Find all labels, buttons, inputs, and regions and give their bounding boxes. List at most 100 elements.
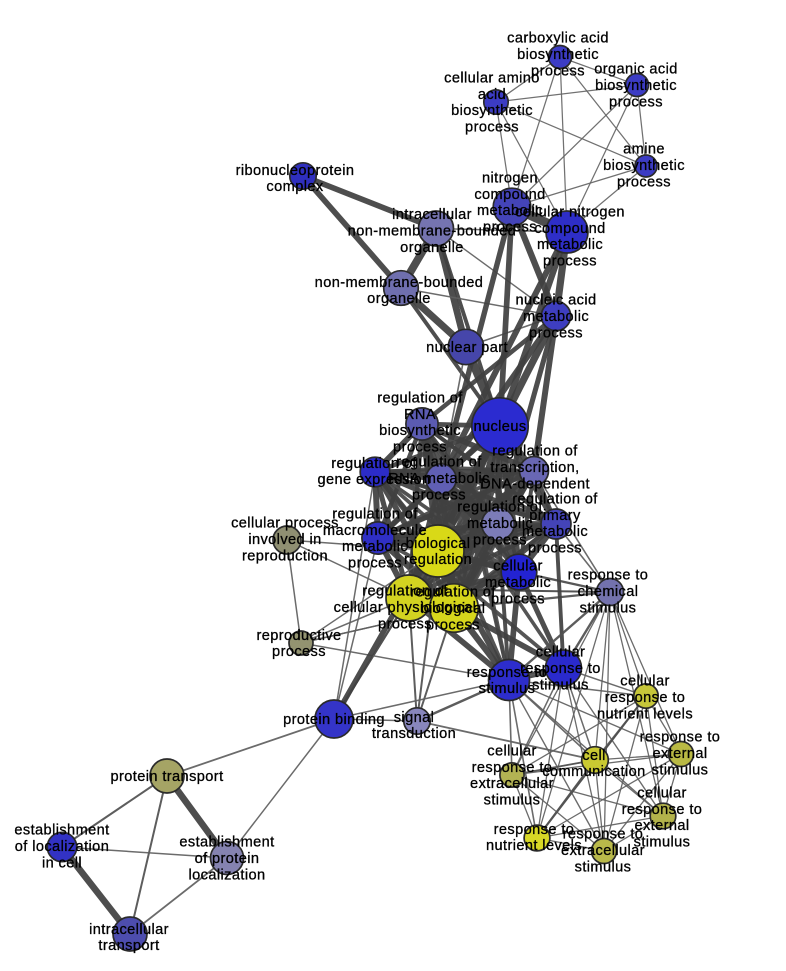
svg-text:nitrogen: nitrogen <box>482 170 538 186</box>
svg-text:stimulus: stimulus <box>634 835 691 851</box>
svg-text:cellular: cellular <box>637 785 686 801</box>
svg-text:response to: response to <box>494 822 575 838</box>
svg-text:process: process <box>531 63 585 79</box>
svg-text:macromolecule: macromolecule <box>323 523 427 539</box>
svg-text:localization: localization <box>189 867 266 883</box>
svg-text:extracellular: extracellular <box>470 776 554 792</box>
svg-text:compound: compound <box>474 187 545 203</box>
svg-text:process: process <box>609 94 663 110</box>
svg-text:process: process <box>528 541 582 557</box>
svg-text:process: process <box>543 254 597 270</box>
svg-text:process: process <box>412 487 466 503</box>
svg-text:involved in: involved in <box>248 532 321 548</box>
svg-text:metabolic: metabolic <box>477 203 543 219</box>
svg-text:organelle: organelle <box>400 240 464 256</box>
svg-text:response to: response to <box>472 760 553 776</box>
svg-text:biosynthetic: biosynthetic <box>517 47 599 63</box>
svg-text:biosynthetic: biosynthetic <box>603 158 685 174</box>
svg-text:stimulus: stimulus <box>652 762 709 778</box>
svg-text:stimulus: stimulus <box>479 681 536 697</box>
svg-text:non-membrane-bounded: non-membrane-bounded <box>348 224 517 240</box>
svg-text:nuclear part: nuclear part <box>426 340 508 356</box>
svg-text:nutrient levels: nutrient levels <box>597 706 693 722</box>
svg-text:complex: complex <box>266 179 323 195</box>
svg-text:cellular amino: cellular amino <box>444 70 540 86</box>
svg-text:cellular: cellular <box>487 743 536 759</box>
svg-text:biosynthetic: biosynthetic <box>379 423 461 439</box>
svg-text:transport: transport <box>98 938 159 954</box>
svg-text:transduction: transduction <box>372 726 456 742</box>
svg-text:cell: cell <box>582 748 606 764</box>
svg-text:gene expression: gene expression <box>317 472 430 488</box>
svg-text:reproductive: reproductive <box>256 628 341 644</box>
svg-text:RNA: RNA <box>404 407 436 423</box>
svg-text:acid: acid <box>478 87 506 103</box>
svg-text:process: process <box>465 120 519 136</box>
svg-text:RNA metabolic: RNA metabolic <box>388 471 490 487</box>
svg-text:protein binding: protein binding <box>283 712 385 728</box>
svg-text:process: process <box>378 616 432 632</box>
svg-text:biosynthetic: biosynthetic <box>595 78 677 94</box>
svg-text:regulation of: regulation of <box>332 506 418 522</box>
svg-text:process: process <box>617 174 671 190</box>
svg-text:regulation of: regulation of <box>457 500 543 516</box>
svg-text:protein transport: protein transport <box>110 769 223 785</box>
svg-text:establishment: establishment <box>14 823 109 839</box>
svg-text:response to: response to <box>605 690 686 706</box>
svg-text:primary: primary <box>529 508 581 524</box>
svg-text:response to: response to <box>520 661 601 677</box>
svg-text:nucleus: nucleus <box>473 419 526 435</box>
svg-text:process: process <box>272 644 326 660</box>
svg-text:non-membrane-bounded: non-membrane-bounded <box>315 275 484 291</box>
svg-text:in cell: in cell <box>42 855 82 871</box>
svg-text:ribonucleoprotein: ribonucleoprotein <box>236 163 355 179</box>
svg-text:cellular physiological: cellular physiological <box>334 600 477 616</box>
svg-text:stimulus: stimulus <box>580 600 637 616</box>
svg-text:intracellular: intracellular <box>392 207 472 223</box>
svg-text:response to: response to <box>640 730 721 746</box>
svg-text:compound: compound <box>534 221 605 237</box>
svg-text:organic acid: organic acid <box>594 62 678 78</box>
svg-text:process: process <box>529 325 583 341</box>
svg-text:biosynthetic: biosynthetic <box>451 103 533 119</box>
svg-text:response to: response to <box>563 827 644 843</box>
svg-text:extracellular: extracellular <box>561 843 645 859</box>
svg-text:regulation of: regulation of <box>362 584 448 600</box>
svg-text:cellular process: cellular process <box>231 516 339 532</box>
svg-text:biological: biological <box>406 536 471 552</box>
svg-text:chemical: chemical <box>578 584 639 600</box>
svg-text:of protein: of protein <box>195 851 260 867</box>
svg-text:metabolic: metabolic <box>485 575 551 591</box>
svg-text:process: process <box>348 556 402 572</box>
svg-text:regulation: regulation <box>404 552 472 568</box>
svg-text:carboxylic acid: carboxylic acid <box>507 31 609 47</box>
svg-text:biological: biological <box>421 601 486 617</box>
svg-text:regulation of: regulation of <box>410 585 496 601</box>
svg-text:signal: signal <box>394 710 435 726</box>
svg-text:stimulus: stimulus <box>484 793 541 809</box>
svg-text:nutrient levels: nutrient levels <box>486 838 582 854</box>
svg-text:process: process <box>393 440 447 456</box>
svg-text:response to: response to <box>467 665 548 681</box>
svg-text:cellular nitrogen: cellular nitrogen <box>515 204 625 220</box>
svg-text:regulation of: regulation of <box>396 455 482 471</box>
svg-text:amine: amine <box>623 142 665 158</box>
svg-text:transcription,: transcription, <box>490 460 579 476</box>
svg-text:process: process <box>473 532 527 548</box>
svg-text:cellular: cellular <box>620 674 669 690</box>
svg-text:process: process <box>491 591 545 607</box>
svg-text:reproduction: reproduction <box>242 548 328 564</box>
svg-text:stimulus: stimulus <box>575 859 632 875</box>
svg-text:organelle: organelle <box>367 291 431 307</box>
svg-text:regulation of: regulation of <box>492 444 578 460</box>
svg-text:process: process <box>483 220 537 236</box>
svg-text:metabolic: metabolic <box>342 539 408 555</box>
svg-text:establishment: establishment <box>179 835 274 851</box>
svg-text:process: process <box>426 617 480 633</box>
svg-text:response to: response to <box>568 568 649 584</box>
svg-text:cellular: cellular <box>536 645 585 661</box>
svg-text:metabolic: metabolic <box>523 309 589 325</box>
svg-text:of localization: of localization <box>15 839 109 855</box>
svg-text:DNA-dependent: DNA-dependent <box>480 476 590 492</box>
svg-text:external: external <box>652 746 707 762</box>
